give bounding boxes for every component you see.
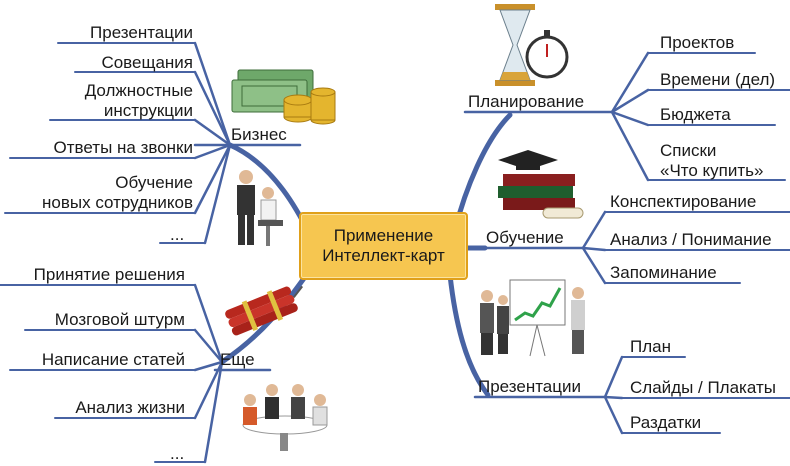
learning-item-memorizing: Запоминание [610,263,717,282]
presentations-item-slides: Слайды / Плакаты [630,378,776,397]
dynamite-icon [225,285,304,336]
more-item-decision-making: Принятие решения [33,265,185,284]
center-node: Применение Интеллект-карт [299,212,468,280]
presentations-item-plan: План [630,337,671,356]
category-learning: Обучение [486,228,564,247]
more-item-life-analysis: Анализ жизни [75,398,185,417]
center-line-1: Применение [333,226,434,245]
business-item-answering-calls: Ответы на звонки [53,138,193,157]
learning-item-notes: Конспектирование [610,192,757,211]
category-planning: Планирование [468,92,585,111]
business-item-training-2: новых сотрудников [42,193,193,212]
presentation-board-icon [480,279,585,357]
planning-item-shopping-1: Списки [660,141,717,160]
more-item-brainstorming: Мозговой штурм [54,310,185,329]
learning-item-analysis: Анализ / Понимание [610,230,772,249]
meeting-table-icon [242,384,328,451]
business-item-more: ... [170,225,185,244]
planning-item-projects: Проектов [660,33,735,52]
business-item-job-descriptions-1: Должностные [84,81,193,100]
category-business: Бизнес [231,125,287,144]
books-graduation-cap-icon [498,150,584,219]
business-item-training-1: Обучение [115,173,193,192]
business-item-job-descriptions-2: инструкции [103,101,193,120]
more-item-more: ... [170,444,185,463]
planning-item-time: Времени (дел) [660,70,776,89]
hourglass-stopwatch-icon [495,4,569,86]
money-icon [231,69,336,125]
business-item-meetings: Совещания [101,53,193,72]
business-people-icon [237,170,283,246]
planning-item-shopping-2: «Что купить» [660,161,764,180]
presentations-item-handouts: Раздатки [630,413,702,432]
more-item-writing-articles: Написание статей [41,350,185,369]
category-presentations: Презентации [478,377,581,396]
category-more: Еще [220,350,255,369]
center-line-2: Интеллект-карт [322,246,445,265]
business-item-presentations: Презентации [90,23,193,42]
planning-item-budget: Бюджета [660,105,731,124]
